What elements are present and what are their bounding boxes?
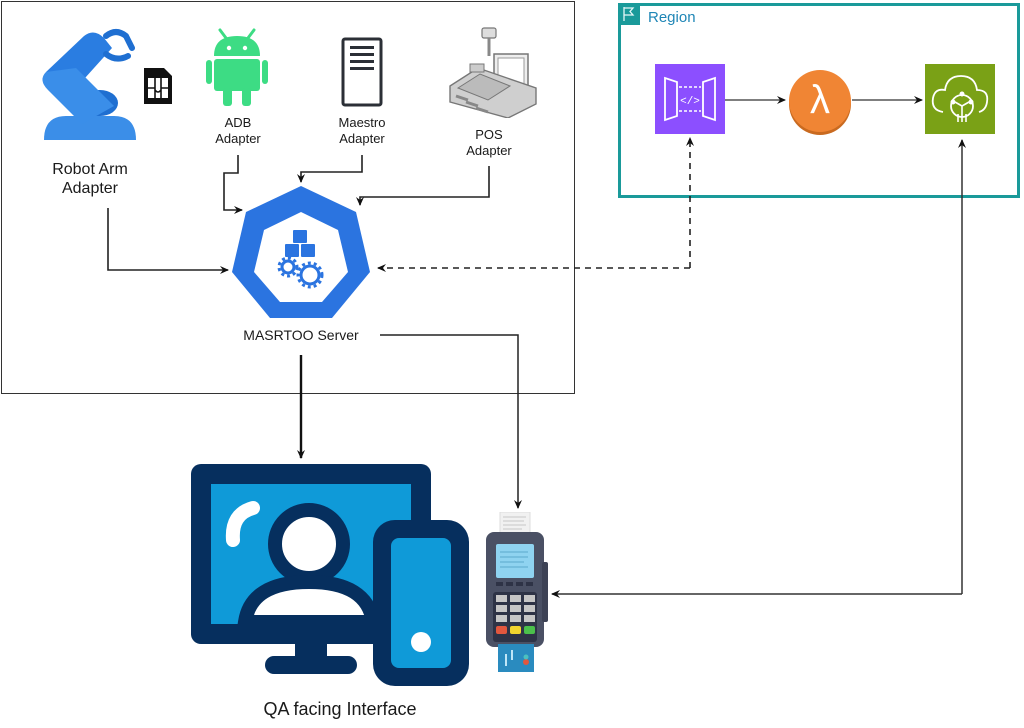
- payment-terminal-icon: [486, 511, 548, 672]
- pos-adapter[interactable]: [448, 26, 538, 119]
- svg-text:</>: </>: [680, 96, 700, 108]
- adb-adapter[interactable]: [206, 28, 268, 106]
- lambda-icon: λ: [810, 78, 830, 122]
- server-label: MASRTOO Server: [243, 327, 359, 343]
- adb-label-line1: ADB: [224, 115, 252, 130]
- adb-label-line2: Adapter: [215, 130, 261, 146]
- robot-arm-adapter[interactable]: [36, 26, 140, 146]
- maestro-label-line2: Adapter: [339, 130, 385, 146]
- maestro-label-line1: Maestro: [338, 115, 386, 130]
- qa-interface-node[interactable]: [191, 462, 471, 687]
- server-to-terminal-connector: [380, 334, 522, 509]
- pos-label: POS Adapter: [449, 127, 529, 158]
- qa-interface-label: QA facing Interface: [263, 699, 417, 719]
- flag-icon: [618, 3, 640, 25]
- aws-region-boundary: [618, 3, 1020, 198]
- api-gateway-icon: </>: [664, 76, 716, 122]
- robot-arm-icon: [42, 29, 136, 140]
- pos-connector: [356, 166, 490, 206]
- robot-arm-label-line1: Robot Arm: [52, 161, 128, 178]
- masrtoo-server-boundary: [1, 1, 575, 394]
- desktop-mobile-user-icon: [191, 464, 469, 686]
- iot-cloud-icon: [931, 75, 989, 122]
- robot-arm-label: Robot Arm Adapter: [30, 160, 150, 198]
- maestro-connector: [297, 155, 363, 183]
- maestro-label: Maestro Adapter: [322, 115, 402, 146]
- robot-arm-connector: [107, 208, 229, 274]
- adb-label: ADB Adapter: [198, 115, 278, 146]
- kubernetes-icon: [232, 186, 370, 318]
- adb-connector: [223, 155, 243, 214]
- pos-register-icon: [449, 27, 537, 119]
- robot-arm-label-line2: Adapter: [61, 180, 119, 198]
- payment-terminal-node[interactable]: [484, 511, 550, 672]
- sim-card-icon: [144, 68, 172, 104]
- maestro-adapter[interactable]: [341, 37, 383, 107]
- pos-label-line2: Adapter: [466, 142, 512, 158]
- pos-label-line1: POS: [475, 127, 503, 142]
- android-icon: [206, 28, 268, 106]
- lambda-node[interactable]: λ: [789, 70, 851, 132]
- region-label: Region: [648, 9, 696, 26]
- api-gateway-node[interactable]: </>: [655, 64, 725, 134]
- masrtoo-server-node[interactable]: [230, 184, 372, 320]
- iot-cloud-node[interactable]: [925, 64, 995, 134]
- server-tower-icon: [341, 37, 383, 107]
